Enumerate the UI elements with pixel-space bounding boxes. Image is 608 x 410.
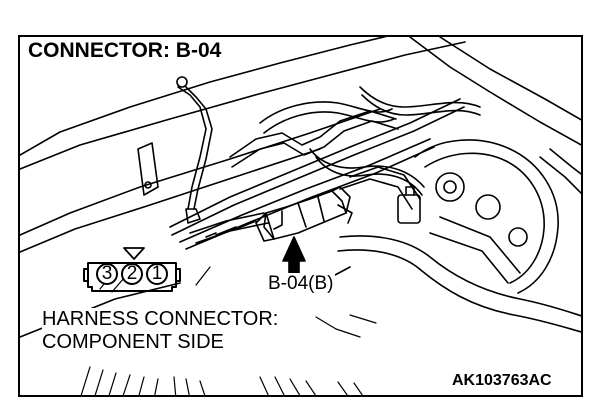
connector-pin-1: 1 [146, 263, 168, 285]
harness-sleeve [189, 212, 269, 244]
diagram-frame: CONNECTOR: B-04 3 2 1 B-04(B) HARNESS CO… [18, 35, 583, 397]
mounting-bracket [137, 142, 159, 196]
polarizing-key-marker [123, 247, 145, 260]
hood-panel-lines [20, 37, 581, 338]
wiring-harness [169, 86, 481, 250]
b04-connector [255, 186, 353, 242]
figure-code: AK103763AC [450, 372, 554, 390]
connector-callout-label: B-04(B) [266, 273, 336, 295]
connector-pin-2: 2 [121, 263, 143, 285]
harness-connector-caption: HARNESS CONNECTOR: COMPONENT SIDE [42, 308, 282, 354]
connector-title: CONNECTOR: B-04 [28, 39, 225, 64]
engine-component [397, 139, 581, 294]
harness-caption-line-1: HARNESS CONNECTOR: [42, 308, 279, 330]
shading-hatch [80, 266, 363, 395]
harness-caption-line-2: COMPONENT SIDE [42, 331, 224, 353]
leader-lines [315, 314, 377, 338]
ground-wire [176, 76, 213, 224]
harness-connector-housing [83, 262, 181, 292]
connector-pin-3: 3 [96, 263, 118, 285]
engine-bay-illustration [20, 37, 581, 395]
